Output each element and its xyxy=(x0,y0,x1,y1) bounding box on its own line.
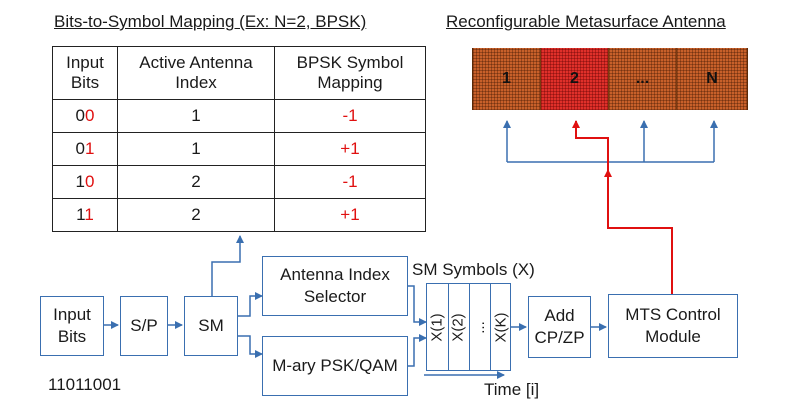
antenna-element-ellipsis: ... xyxy=(609,48,677,110)
header-input-bits: Input Bits xyxy=(52,46,118,100)
header-active-index: Active Antenna Index xyxy=(117,46,275,100)
bit-sequence: 11011001 xyxy=(48,375,122,394)
add-cp-block: Add CP/ZP xyxy=(528,296,591,358)
arrow-sm-to-mary xyxy=(238,335,263,358)
index-selector-block: Antenna Index Selector xyxy=(262,256,408,316)
mary-block: M-ary PSK/QAM xyxy=(262,336,408,396)
table-cell-bits: 00 xyxy=(52,99,118,133)
table-cell-bits: 11 xyxy=(52,198,118,232)
symbol-x1: X(1) xyxy=(427,283,449,371)
arrow-sm-to-table xyxy=(211,235,244,296)
table-row: 11 2 +1 xyxy=(52,198,426,232)
header-bpsk-symbol: BPSK Symbol Mapping xyxy=(274,46,426,100)
symbol-xk: X(K) xyxy=(492,312,509,342)
table-row: 00 1 -1 xyxy=(52,99,426,133)
mts-control-block: MTS Control Module xyxy=(608,294,738,358)
active-element-line xyxy=(572,120,609,170)
table-cell-symbol: -1 xyxy=(274,99,426,133)
arrow-selector-to-symbols xyxy=(408,285,427,326)
antenna-element-2: 2 xyxy=(541,48,609,110)
antenna-element-n: N xyxy=(677,48,747,110)
sp-block: S/P xyxy=(120,296,168,356)
mapping-table: Input Bits Active Antenna Index BPSK Sym… xyxy=(52,46,426,232)
time-label: Time [i] xyxy=(484,380,540,399)
antenna-element-1: 1 xyxy=(473,48,541,110)
table-cell-bits: 10 xyxy=(52,165,118,199)
table-cell-index: 2 xyxy=(117,198,275,232)
symbol-x2: X(2) xyxy=(448,283,470,371)
table-cell-symbol: +1 xyxy=(274,132,426,166)
sm-symbols-label: SM Symbols (X) xyxy=(412,260,535,279)
sm-block: SM xyxy=(184,296,238,356)
table-cell-symbol: +1 xyxy=(274,198,426,232)
arrow-mary-to-symbols xyxy=(408,334,427,367)
input-bits-block: Input Bits xyxy=(40,296,104,356)
symbol-ellipsis: ... xyxy=(469,283,491,371)
table-row: 01 1 +1 xyxy=(52,132,426,166)
antenna-heading: Reconfigurable Metasurface Antenna xyxy=(446,12,726,31)
table-cell-bits: 01 xyxy=(52,132,118,166)
sm-symbols-frame xyxy=(426,283,511,371)
active-control-line xyxy=(604,169,673,294)
table-cell-index: 2 xyxy=(117,165,275,199)
mapping-heading: Bits-to-Symbol Mapping (Ex: N=2, BPSK) xyxy=(54,12,367,31)
table-header-row: Input Bits Active Antenna Index BPSK Sym… xyxy=(52,46,426,100)
arrow-sm-to-selector xyxy=(238,292,263,317)
